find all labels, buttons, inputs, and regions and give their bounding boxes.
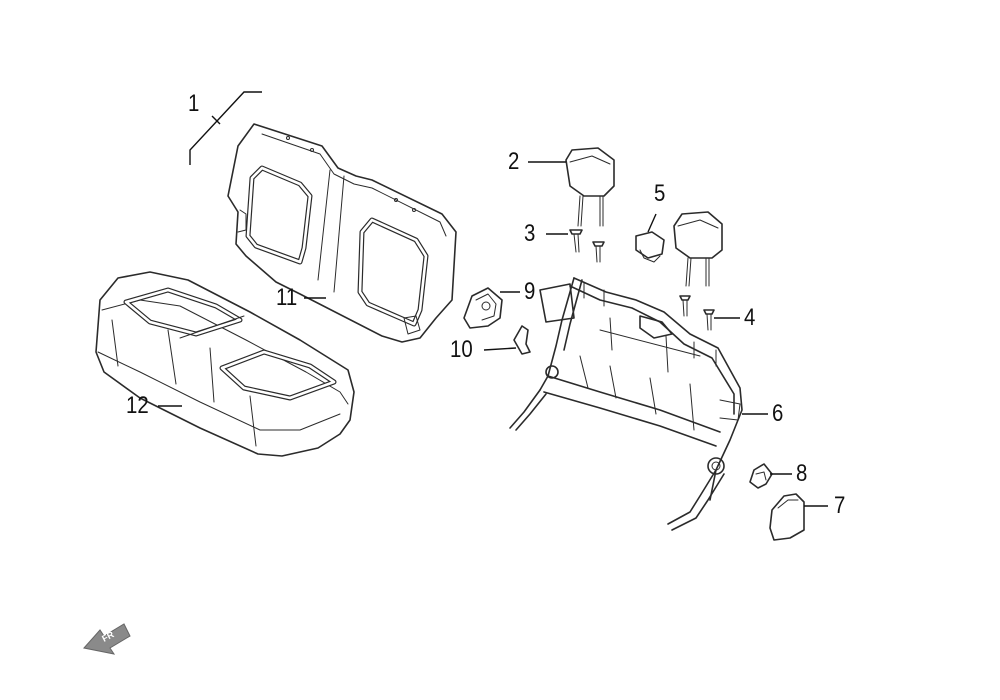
callout-11: 11 [276, 284, 298, 311]
callout-7: 7 [834, 492, 846, 519]
headrest-part-2 [565, 147, 615, 227]
bracket-part-10 [513, 325, 531, 355]
bracket-part-8 [749, 463, 773, 489]
front-direction-arrow-icon: FR [83, 623, 131, 655]
trim-cap-part-7 [769, 493, 805, 541]
callout-4: 4 [744, 304, 756, 331]
callout-10: 10 [450, 336, 473, 363]
headrest-guide-part-4 [679, 295, 715, 331]
side-cover-part-9 [463, 287, 503, 329]
headrest-guide-part-3 [569, 229, 605, 263]
callout-9: 9 [524, 278, 536, 305]
callout-2: 2 [508, 148, 520, 175]
callout-6: 6 [772, 400, 784, 427]
backrest-frame-part-6 [509, 277, 743, 531]
callout-8: 8 [796, 460, 808, 487]
leader-part-1 [189, 91, 262, 165]
latch-part-5 [635, 213, 665, 263]
callout-12: 12 [126, 392, 149, 419]
callout-3: 3 [524, 220, 536, 247]
headrest-right [673, 211, 723, 287]
seat-backrest-part-11 [227, 123, 457, 343]
callout-1: 1 [188, 90, 200, 117]
callout-5: 5 [654, 180, 666, 207]
seat-cushion-part-12 [95, 271, 355, 457]
leader-lines [158, 161, 828, 507]
